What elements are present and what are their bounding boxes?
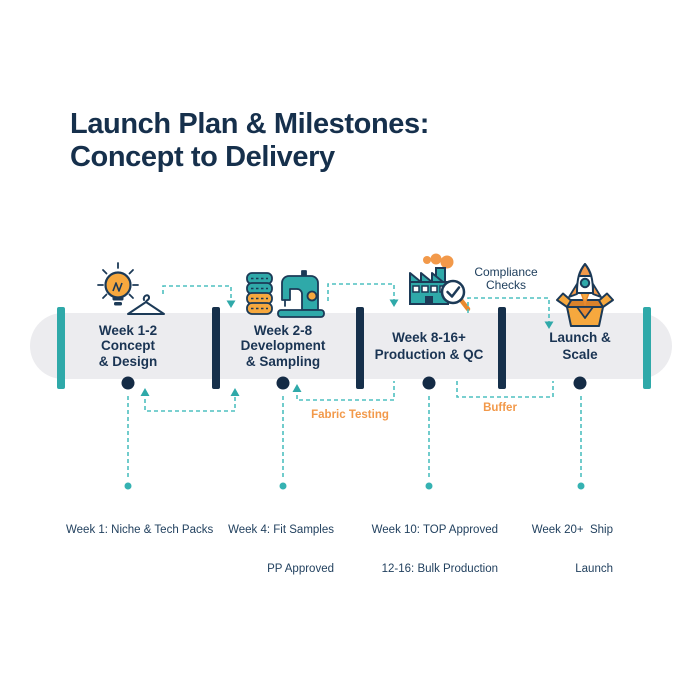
segment-2-line: & Sampling [245,353,321,369]
dropper-end-dot [577,482,585,490]
timeline-separator-3 [498,307,506,389]
milestone-week10: Week 10: TOP Approved 12-16: Bulk Produc… [360,498,498,589]
fabric-sewing-machine-icon [246,270,325,318]
milestone-week4-line2: PP Approved [267,563,334,575]
segment-3-line: Production & QC [374,347,484,362]
segment-4-line: Launch & [549,330,611,345]
timeline-separator-2 [356,307,364,389]
milestone-week1-line1: Week 1: Niche & Tech Packs [66,524,214,536]
milestone-week10-line1: Week 10: TOP Approved [371,524,498,536]
timeline-bar [30,313,672,379]
compliance-checks-label: Compliance Checks [456,266,556,292]
segment-2-line: Development [240,338,326,354]
timeline-end-cap [643,307,651,389]
factory-qc-icon [409,253,471,312]
segment-label-concept-design: Week 1-2 Concept & Design [53,313,203,379]
rocket-box-icon [556,263,614,327]
arrow-down-icon [389,299,399,307]
segment-2-line: Week 2-8 [253,322,313,338]
page-title-line1: Launch Plan & Milestones: [70,108,429,140]
segment-3-line: Week 8-16+ [392,330,466,345]
milestone-week4-line1: Week 4: Fit Samples [228,524,334,536]
buffer-label: Buffer [483,402,517,414]
milestone-week10-line2: 12-16: Bulk Production [381,563,498,575]
compliance-checks-line1: Compliance [474,265,538,279]
arrow-up-icon [230,388,240,396]
segment-1-line: Concept [101,338,155,354]
connector-development-to-production [327,283,395,301]
lightbulb-hanger-icon [97,262,165,315]
timeline-start-cap [57,307,65,389]
connector-iteration-loop [144,392,236,412]
milestone-week1: Week 1: Niche & Tech Packs [66,498,216,550]
timeline-separator-1 [212,307,220,389]
connector-fabric-testing [296,381,395,401]
segment-1-line: & Design [98,353,158,369]
segment-label-launch-scale: Launch & Scale [505,313,655,379]
milestone-week20-line2: Launch [575,563,613,575]
milestone-week20-line1: Week 20+ Ship [531,524,613,536]
arrow-up-icon [292,384,302,392]
segment-4-line: Scale [562,347,598,362]
milestone-week4: Week 4: Fit Samples PP Approved [214,498,334,589]
arrow-up-icon [140,388,150,396]
segment-1-line: Week 1-2 [98,322,158,338]
connector-concept-to-development [162,285,232,302]
fabric-testing-label: Fabric Testing [311,409,389,421]
segment-label-development-sampling: Week 2-8 Development & Sampling [208,313,358,379]
dropper-end-dot [124,482,132,490]
dropper-end-dot [279,482,287,490]
dropper-end-dot [425,482,433,490]
page-title-line2: Concept to Delivery [70,141,335,173]
segment-label-production-qc: Week 8-16+ Production & QC [354,313,504,379]
page-title: Launch Plan & Milestones: Concept to Del… [70,108,429,174]
milestone-week20: Week 20+ Ship Launch [512,498,613,589]
compliance-checks-line2: Checks [485,278,526,292]
arrow-down-icon [226,300,236,308]
